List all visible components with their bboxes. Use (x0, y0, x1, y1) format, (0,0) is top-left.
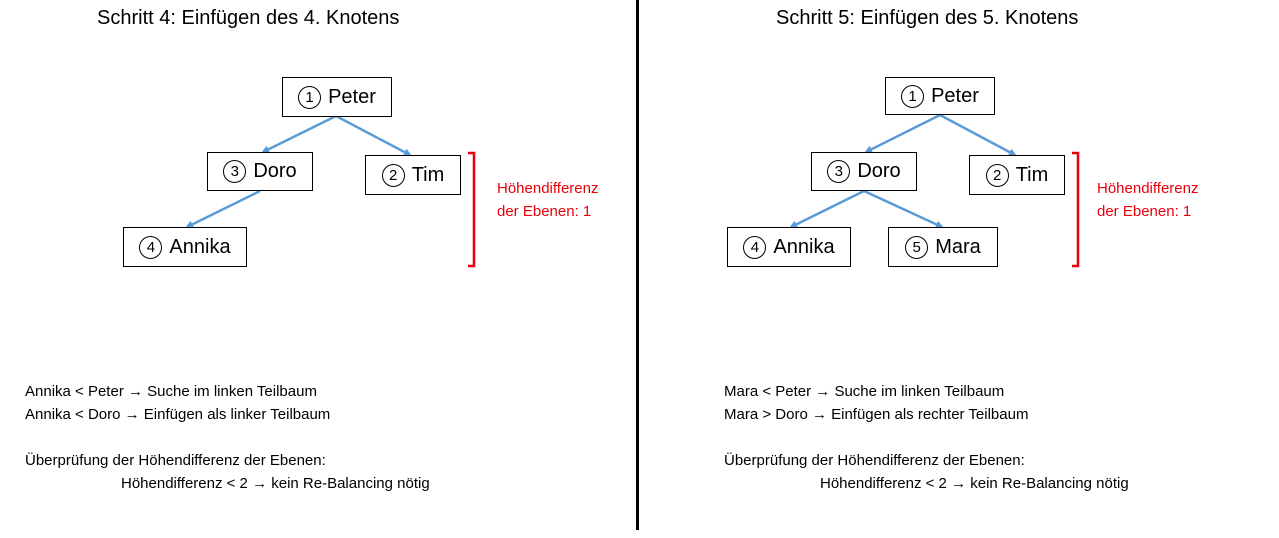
node-tim: 2 Tim (969, 155, 1065, 195)
node-label: Peter (931, 84, 979, 107)
node-annika: 4 Annika (727, 227, 851, 267)
explanation-line3: Überprüfung der Höhendifferenz der Ebene… (724, 452, 1025, 469)
edge-peter-doro (864, 113, 941, 154)
height-difference-line1: Höhendifferenz (1097, 180, 1199, 197)
edge-doro-mara (863, 189, 944, 229)
edge-peter-tim (939, 113, 1017, 157)
node-number-badge: 1 (901, 84, 925, 108)
node-annika: 4 Annika (123, 227, 247, 267)
node-label: Doro (253, 160, 297, 182)
node-number-badge: 4 (139, 235, 163, 259)
node-number-badge: 2 (381, 163, 405, 187)
node-label: Peter (328, 85, 376, 108)
node-label: Mara (935, 235, 981, 258)
explanation-line3: Überprüfung der Höhendifferenz der Ebene… (25, 452, 326, 469)
node-label: Annika (169, 235, 231, 258)
step5-edges (789, 113, 1080, 268)
node-label: Tim (411, 163, 445, 186)
edge-peter-tim (335, 114, 412, 157)
node-doro: 3 Doro (811, 152, 917, 191)
step4-panel: Schritt 4: Einfügen des 4. Knotens 1 Pet… (0, 0, 630, 538)
step5-panel: Schritt 5: Einfügen des 5. Knotens 1 Pet… (640, 0, 1270, 538)
height-bracket (468, 151, 476, 268)
height-difference-label: Höhendifferenz der Ebenen: 1 (1097, 177, 1198, 223)
node-number-badge: 5 (905, 235, 929, 259)
height-bracket (1072, 151, 1080, 268)
step5-explanation: Mara < Peter → Suche im linken Teilbaum … (724, 380, 1129, 495)
node-number-badge: 3 (827, 160, 851, 183)
explanation-line1: Mara < Peter → Suche im linken Teilbaum (724, 383, 1005, 400)
step5-title: Schritt 5: Einfügen des 5. Knotens (776, 7, 1079, 29)
node-number-badge: 2 (985, 163, 1009, 187)
explanation-line2: Annika < Doro → Einfügen als linker Teil… (25, 406, 331, 423)
height-difference-line1: Höhendifferenz (497, 180, 599, 197)
height-difference-line2: der Ebenen: 1 (497, 203, 592, 220)
node-number-badge: 4 (743, 235, 767, 259)
node-mara: 5 Mara (888, 227, 998, 267)
node-number-badge: 1 (298, 85, 322, 109)
step4-edges (185, 114, 476, 268)
step4-title: Schritt 4: Einfügen des 4. Knotens (97, 7, 400, 29)
edge-doro-annika (789, 189, 865, 229)
explanation-line4: Höhendifferenz < 2 → kein Re-Balancing n… (121, 475, 430, 492)
panel-divider (636, 0, 639, 530)
height-difference-label: Höhendifferenz der Ebenen: 1 (497, 177, 598, 223)
node-peter: 1 Peter (885, 77, 995, 115)
edge-peter-doro (261, 114, 337, 154)
node-doro: 3 Doro (207, 152, 313, 191)
explanation-line4: Höhendifferenz < 2 → kein Re-Balancing n… (820, 475, 1129, 492)
height-difference-line2: der Ebenen: 1 (1097, 203, 1192, 220)
step4-explanation: Annika < Peter → Suche im linken Teilbau… (25, 380, 430, 495)
edge-doro-annika (185, 189, 261, 229)
explanation-line2: Mara > Doro → Einfügen als rechter Teilb… (724, 406, 1029, 423)
node-label: Annika (773, 235, 835, 258)
node-label: Doro (857, 160, 901, 182)
node-number-badge: 3 (223, 160, 247, 183)
node-peter: 1 Peter (282, 77, 392, 117)
node-tim: 2 Tim (365, 155, 461, 195)
explanation-line1: Annika < Peter → Suche im linken Teilbau… (25, 383, 317, 400)
node-label: Tim (1015, 163, 1049, 186)
